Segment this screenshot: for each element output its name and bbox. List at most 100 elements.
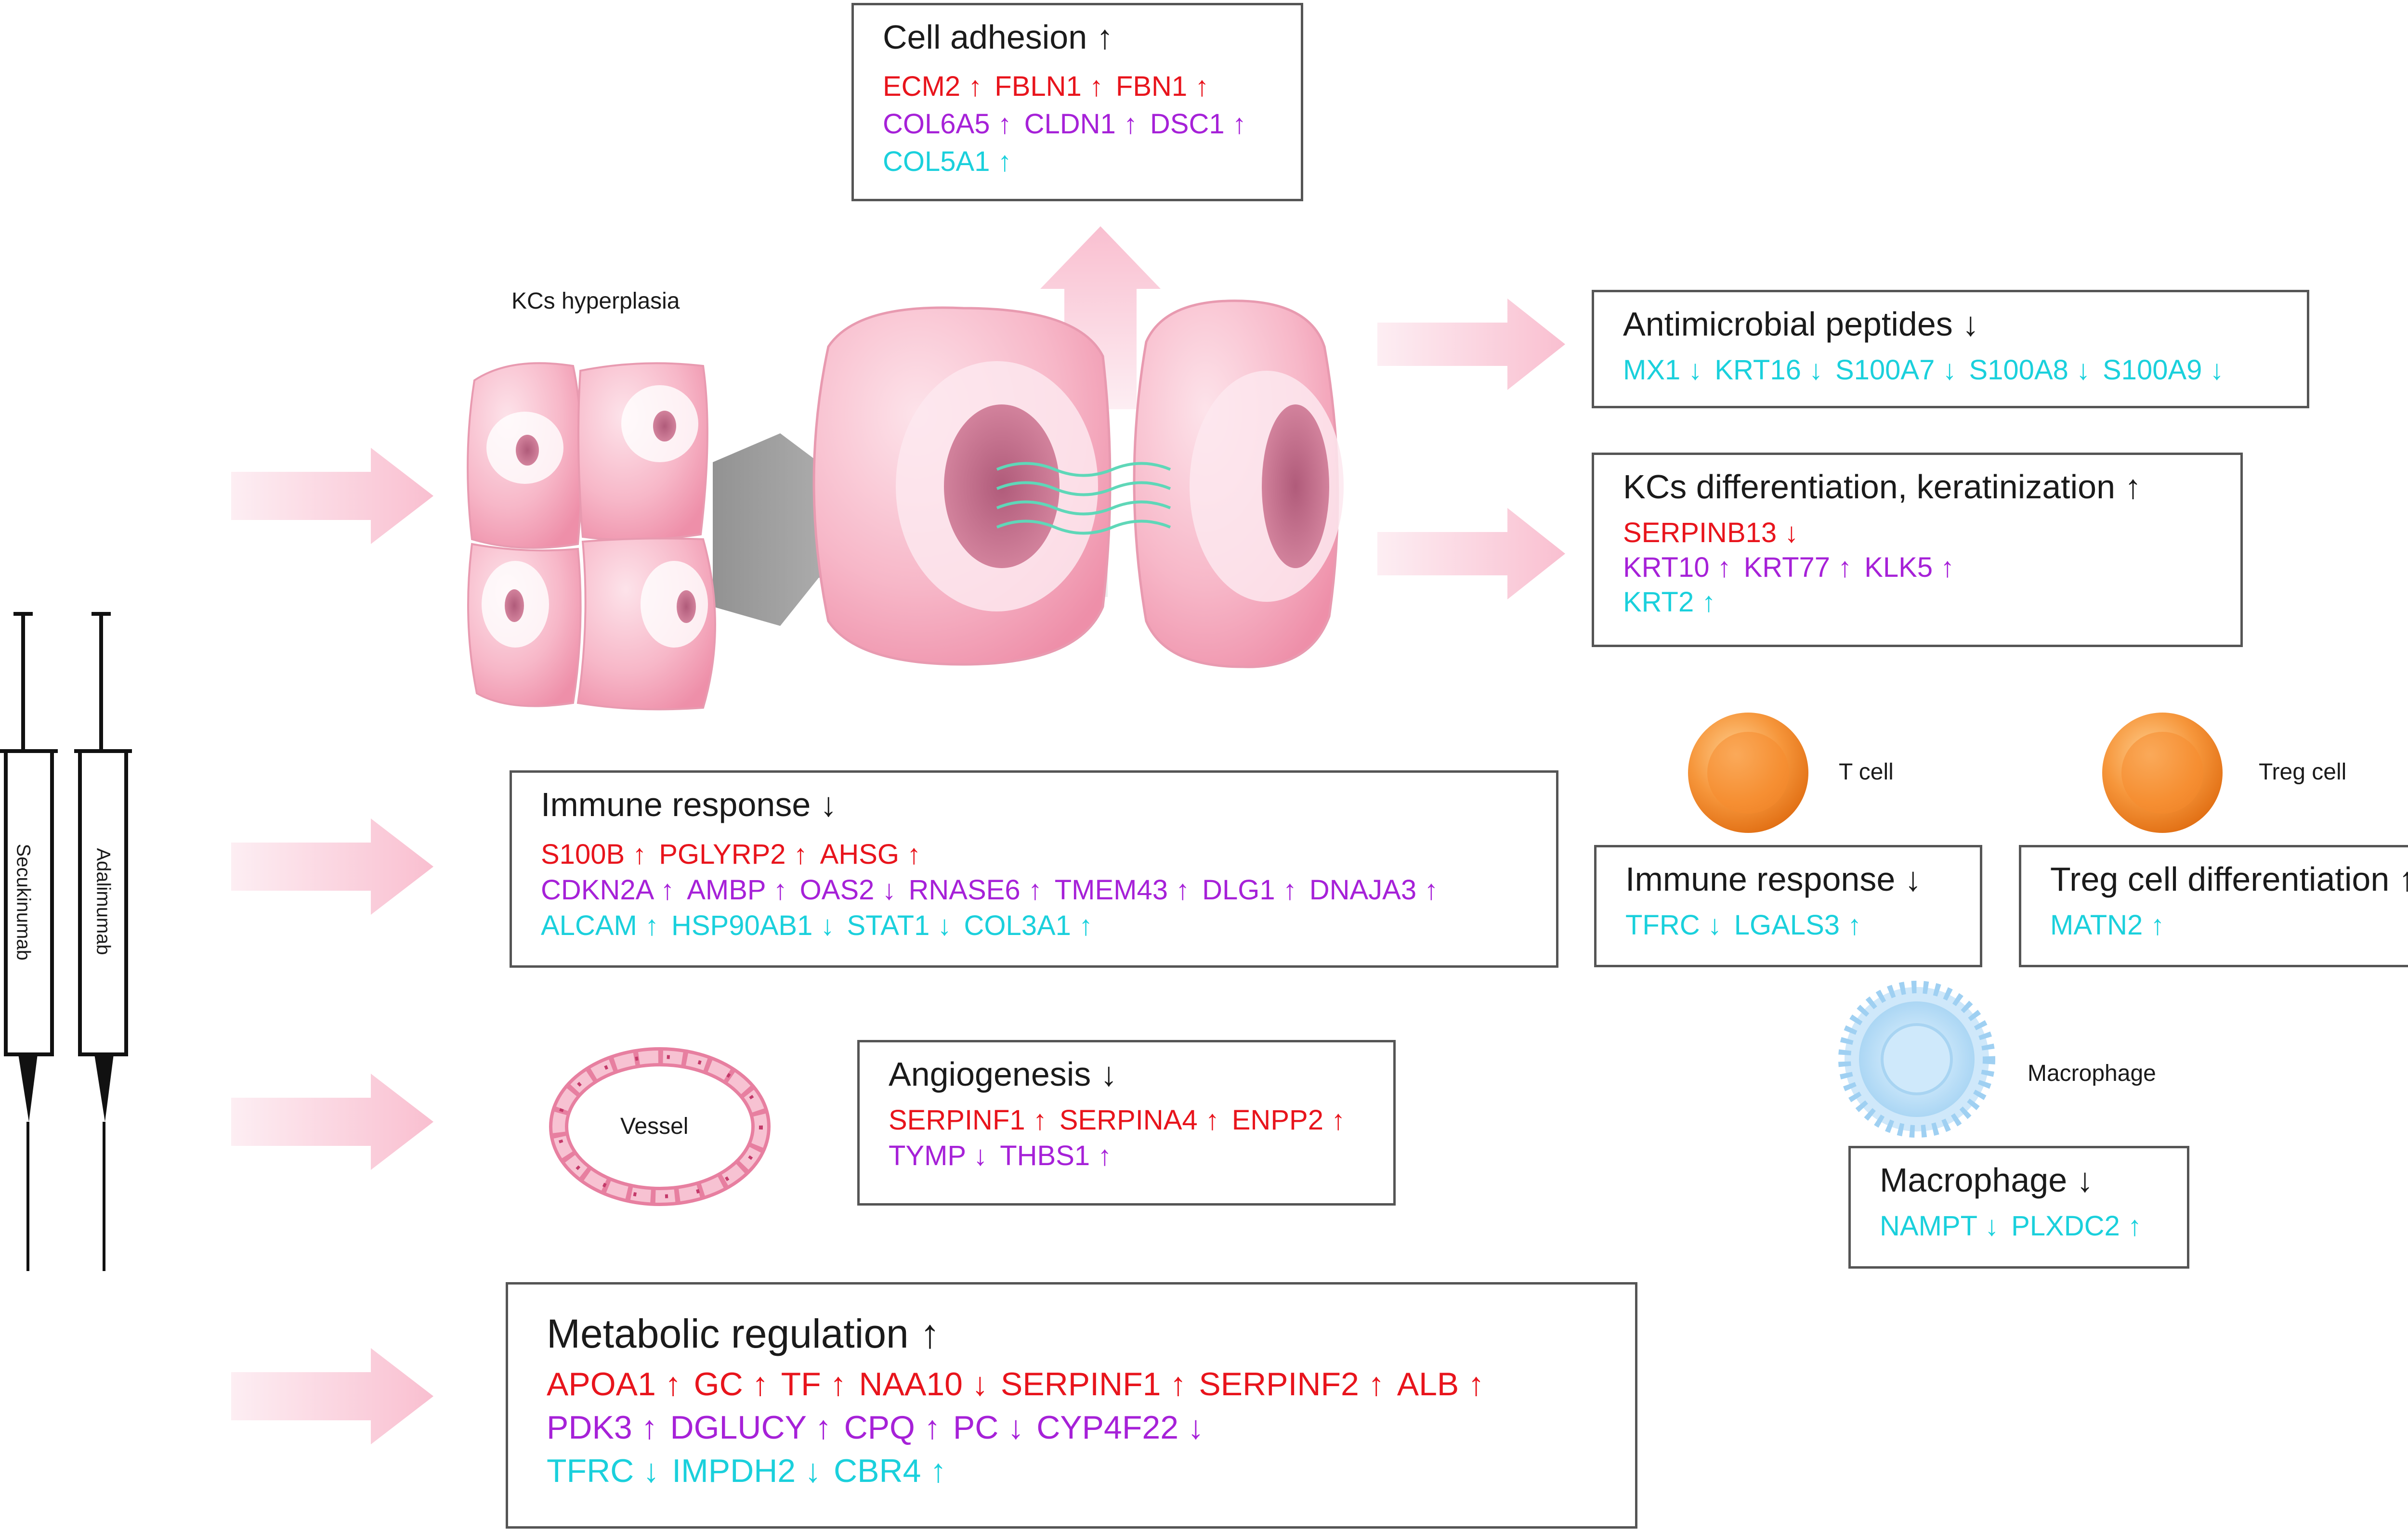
gene-label: FBLN1 ↑ [995, 71, 1103, 102]
gene-label: SERPINB13 ↓ [1623, 517, 1799, 548]
gene-label: CYP4F22 ↓ [1036, 1409, 1204, 1446]
gene-label: STAT1 ↓ [847, 910, 952, 941]
gene-line: PDK3 ↑ DGLUCY ↑ CPQ ↑ PC ↓ CYP4F22 ↓ [547, 1409, 1217, 1446]
macrophage-box: Macrophage ↓ NAMPT ↓PLXDC2 ↑ [1848, 1146, 2189, 1269]
t-cell-icon [1688, 713, 1808, 833]
gene-line: CDKN2A ↑ AMBP ↑ OAS2 ↓ RNASE6 ↑ TMEM43 ↑ DLG1… [541, 874, 1451, 906]
gene-label: ALB ↑ [1397, 1366, 1485, 1402]
gene-label: SERPINA4 ↑ [1059, 1104, 1219, 1136]
t-cell-immune-response-box: Immune response ↓ TFRC ↓ LGALS3 ↑ [1594, 845, 1982, 967]
gene-line: COL5A1 ↑ [883, 145, 1024, 178]
keratinocyte-large-icon [1133, 299, 1344, 668]
treg-differentiation-box: Treg cell differentiation ↑ MATN2 ↑ [2019, 845, 2408, 967]
gene-label: NAA10 ↓ [859, 1366, 988, 1402]
gene-line: SERPINF1 ↑SERPINA4 ↑ENPP2 ↑ [889, 1104, 1358, 1136]
gene-label: NAMPT ↓ [1880, 1210, 1999, 1242]
gene-label: ENPP2 ↑ [1231, 1104, 1346, 1136]
box-title: KCs differentiation, keratinization ↑ [1623, 468, 2142, 506]
gene-label: S100A9 ↓ [2103, 354, 2224, 386]
arrow-right-icon [231, 1074, 433, 1170]
box-title: Macrophage ↓ [1880, 1161, 2094, 1199]
gene-label: COL6A5 ↑ [883, 108, 1012, 140]
gene-label: COL5A1 ↑ [883, 146, 1012, 177]
immune-response-box: Immune response ↓ S100B ↑PGLYRP2 ↑AHSG ↑… [510, 770, 1558, 968]
gene-line: S100B ↑PGLYRP2 ↑AHSG ↑ [541, 838, 933, 870]
box-title: Antimicrobial peptides ↓ [1623, 305, 1979, 343]
angiogenesis-box: Angiogenesis ↓ SERPINF1 ↑SERPINA4 ↑ENPP2… [857, 1040, 1396, 1206]
gene-label: AMBP ↑ [687, 874, 787, 906]
gene-label: TFRC ↓ [1625, 909, 1722, 941]
gene-label: CPQ ↑ [844, 1409, 941, 1446]
gene-label: KRT2 ↑ [1623, 586, 1716, 618]
arrow-right-icon [231, 448, 433, 544]
arrow-right-icon [231, 1348, 433, 1444]
gene-line: SERPINB13 ↓ [1623, 517, 1811, 549]
arrow-right-icon [1377, 508, 1565, 599]
gene-label: DNAJA3 ↑ [1309, 874, 1439, 906]
cell-adhesion-box: Cell adhesion ↑ ECM2 ↑ FBLN1 ↑ FBN1 ↑ COL6A… [851, 3, 1303, 201]
gene-line: ECM2 ↑ FBLN1 ↑ FBN1 ↑ [883, 70, 1221, 103]
gene-label: KRT77 ↑ [1743, 552, 1852, 583]
metabolic-regulation-box: Metabolic regulation ↑ APOA1 ↑GC ↑TF ↑NA… [506, 1282, 1637, 1529]
t-cell-label: T cell [1839, 759, 1894, 785]
gene-label: DGLUCY ↑ [670, 1409, 832, 1446]
kcs-hyperplasia-label: KCs hyperplasia [511, 288, 680, 314]
gene-label: ALCAM ↑ [541, 910, 659, 941]
gene-line: MX1 ↓KRT16 ↓S100A7 ↓S100A8 ↓S100A9 ↓ [1623, 354, 2237, 386]
signal-waves-icon [996, 462, 1171, 535]
arrow-right-icon [1377, 299, 1565, 390]
gene-label: TMEM43 ↑ [1054, 874, 1190, 906]
gene-line: APOA1 ↑GC ↑TF ↑NAA10 ↓SERPINF1 ↑SERPINF2… [547, 1365, 1497, 1403]
gene-label: TF ↑ [781, 1366, 847, 1402]
gene-label: ECM2 ↑ [883, 71, 982, 102]
macrophage-icon [1838, 981, 1995, 1138]
vessel-icon [549, 1047, 771, 1206]
gene-label: FBN1 ↑ [1115, 71, 1209, 102]
gene-label: DLG1 ↑ [1202, 874, 1297, 906]
gene-label: RNASE6 ↑ [908, 874, 1042, 906]
kcs-differentiation-box: KCs differentiation, keratinization ↑ SE… [1592, 453, 2243, 647]
gene-label: S100A8 ↓ [1969, 354, 2090, 386]
gene-label: KRT16 ↓ [1714, 354, 1823, 386]
gene-line: TYMP ↓THBS1 ↑ [889, 1140, 1124, 1172]
syringe-adalimumab-icon [74, 612, 132, 1271]
gene-label: S100B ↑ [541, 839, 647, 870]
keratinocyte-large-icon [812, 306, 1112, 666]
gene-line: TFRC ↓ IMPDH2 ↓ CBR4 ↑ [547, 1452, 959, 1490]
gene-line: NAMPT ↓PLXDC2 ↑ [1880, 1210, 2154, 1242]
adalimumab-label: Adalimumab [92, 848, 114, 955]
gene-label: OAS2 ↓ [799, 874, 896, 906]
macrophage-label: Macrophage [2028, 1061, 2156, 1086]
gene-label: CDKN2A ↑ [541, 874, 675, 906]
gene-line: MATN2 ↑ [2050, 909, 2177, 941]
treg-cell-icon [2102, 713, 2223, 833]
gene-line: KRT10 ↑KRT77 ↑KLK5 ↑ [1623, 551, 1967, 584]
gene-label: PDK3 ↑ [547, 1409, 658, 1446]
vessel-label: Vessel [620, 1114, 689, 1139]
gene-line: TFRC ↓ LGALS3 ↑ [1625, 909, 1874, 941]
box-title: Immune response ↓ [541, 786, 837, 823]
secukinumab-label: Secukinumab [13, 844, 34, 961]
gene-label: CLDN1 ↑ [1024, 108, 1138, 140]
box-title: Immune response ↓ [1625, 860, 1922, 898]
gene-label: COL3A1 ↑ [964, 910, 1093, 941]
syringe-secukinumab-icon [0, 612, 58, 1271]
gene-label: CBR4 ↑ [834, 1453, 947, 1489]
gene-label: KRT10 ↑ [1623, 552, 1731, 583]
box-title: Metabolic regulation ↑ [547, 1311, 941, 1356]
gene-label: IMPDH2 ↓ [672, 1453, 822, 1489]
gene-label: TFRC ↓ [547, 1453, 660, 1489]
arrow-right-icon [231, 818, 433, 915]
gene-label: SERPINF2 ↑ [1199, 1366, 1385, 1402]
gene-label: LGALS3 ↑ [1734, 909, 1862, 941]
gene-label: TYMP ↓ [889, 1140, 988, 1171]
box-title: Treg cell differentiation ↑ [2050, 860, 2408, 898]
gene-label: MX1 ↓ [1623, 354, 1702, 386]
box-title: Cell adhesion ↑ [883, 18, 1113, 56]
gene-label: MATN2 ↑ [2050, 909, 2165, 941]
box-title: Angiogenesis ↓ [889, 1055, 1117, 1093]
gene-line: ALCAM ↑HSP90AB1 ↓STAT1 ↓COL3A1 ↑ [541, 909, 1105, 942]
gene-label: PC ↓ [953, 1409, 1024, 1446]
treg-cell-label: Treg cell [2259, 759, 2347, 785]
